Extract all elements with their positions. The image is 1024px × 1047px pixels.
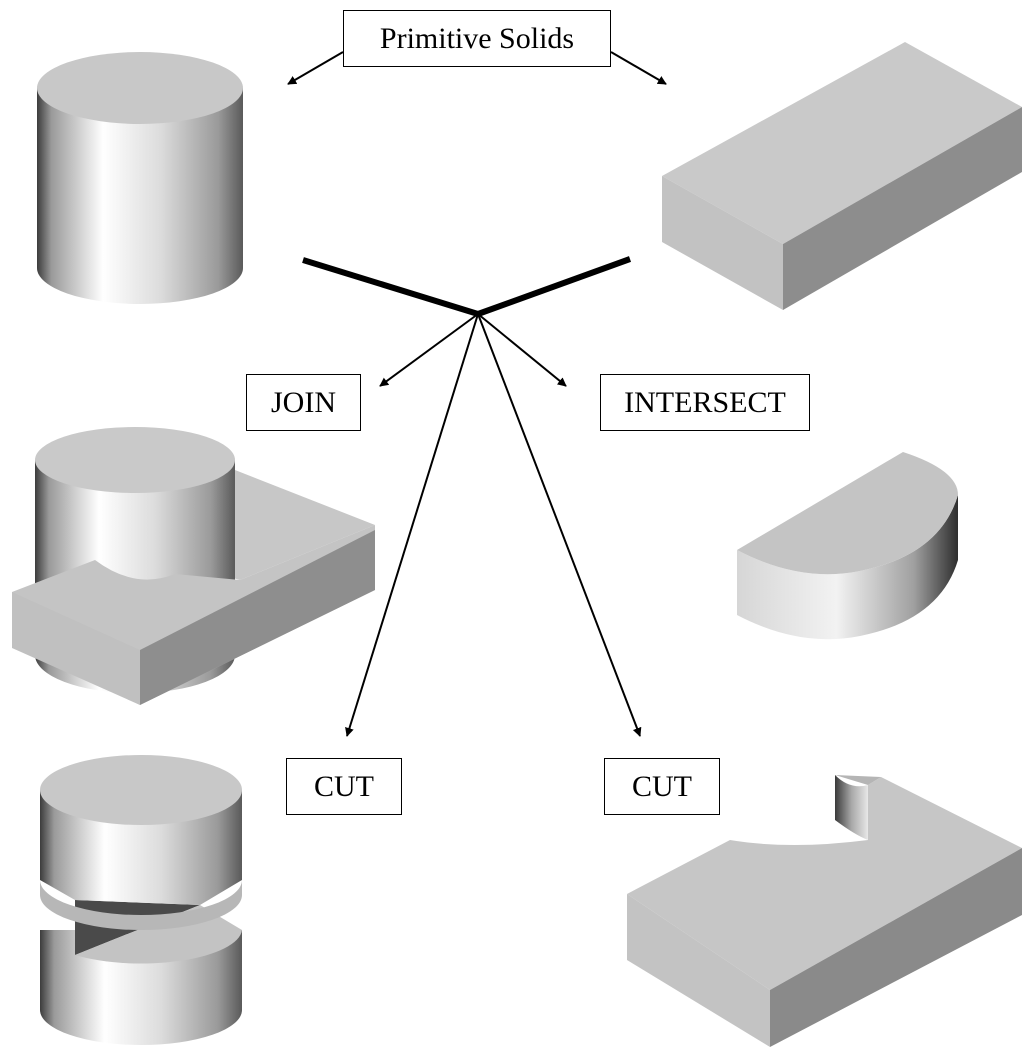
arrow-to-box: [610, 51, 667, 85]
cut-right-label: CUT: [604, 758, 720, 815]
combine-line-left: [302, 257, 479, 317]
join-label: JOIN: [246, 374, 361, 431]
primitive-arrows: [287, 51, 667, 85]
arrow-to-cut-left: [345, 313, 479, 737]
combine-lines: [302, 256, 632, 317]
primitive-solids-label: Primitive Solids: [343, 10, 611, 67]
cut-left-label: CUT: [286, 758, 402, 815]
primitive-box: [662, 42, 1022, 310]
join-solid: [12, 427, 375, 705]
cut-block-solid: [627, 775, 1022, 1047]
intersect-solid: [737, 452, 958, 640]
arrow-to-cut-right: [477, 313, 642, 737]
combine-line-right: [476, 256, 632, 317]
cut-cylinder-solid: [40, 755, 242, 1045]
intersect-label: INTERSECT: [600, 374, 810, 431]
operation-arrows: [345, 313, 642, 737]
arrow-to-join: [379, 313, 479, 387]
primitive-cylinder: [37, 52, 243, 304]
arrow-to-cylinder: [287, 51, 344, 85]
arrow-to-intersect: [477, 313, 567, 387]
